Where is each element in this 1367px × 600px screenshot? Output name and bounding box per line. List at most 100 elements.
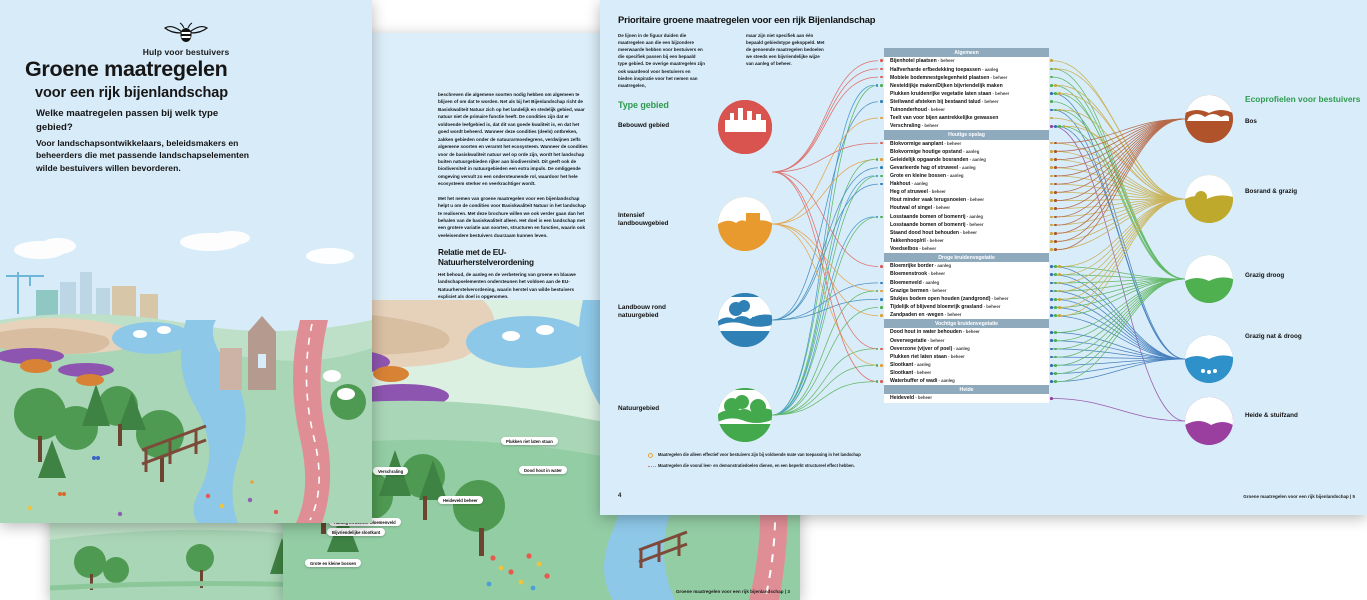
eco-node-grazig-droog[interactable] xyxy=(1185,255,1233,303)
connector-dot-right xyxy=(1058,125,1061,128)
measure-row[interactable]: Staand dood hout behouden - beheer xyxy=(884,228,1049,237)
scene-label-heideveld: Heideveld beheer xyxy=(438,496,483,505)
measure-row[interactable]: Bloemenstrook - beheer xyxy=(884,270,1049,279)
group-header: Algemeen xyxy=(884,48,1049,58)
type-node-intensief[interactable] xyxy=(718,197,772,251)
measure-tag: - beheer xyxy=(966,197,985,203)
connector-dot-right xyxy=(1050,141,1053,145)
connector-dot-right xyxy=(1050,232,1053,235)
connector-dot-right xyxy=(1054,191,1057,194)
measure-label: Oevervegetatie xyxy=(890,337,927,344)
measure-row[interactable]: Hakhout - aanleg xyxy=(884,180,1049,189)
flow-link-left xyxy=(771,175,874,416)
measure-row[interactable]: Halfverharde erfbedekking toepassen - aa… xyxy=(884,65,1049,74)
measure-row[interactable]: Voedselbos - beheer xyxy=(884,244,1049,253)
measure-tag: - aanleg xyxy=(980,66,999,72)
measure-row[interactable]: Gevarieerde hag of struweel - aanleg xyxy=(884,163,1049,172)
measure-row[interactable]: Verschraling - beheer xyxy=(884,122,1049,131)
flow-link-right xyxy=(1052,68,1186,280)
flow-link-left xyxy=(771,60,879,173)
measure-label: Losstaande bomen of bomenrij xyxy=(890,213,966,220)
eco-node-heide[interactable] xyxy=(1185,397,1233,445)
eco-node-bosrand[interactable] xyxy=(1185,175,1233,223)
type-node-bebouwd[interactable] xyxy=(718,100,772,154)
connector-dot-right xyxy=(1058,265,1061,268)
cover-question: Welke maatregelen passen bij welk type g… xyxy=(36,108,219,133)
measure-row[interactable]: Oeverzone (vijver of poel) - aanleg xyxy=(884,344,1049,353)
measure-row[interactable]: Mobiele bodemnestgelegenheid plaatsen - … xyxy=(884,73,1049,82)
measure-row[interactable]: Plukken kruidenrijke vegetatie laten sta… xyxy=(884,89,1049,98)
flow-link-left xyxy=(771,216,874,416)
connector-dot-right xyxy=(1054,273,1057,276)
connector-dot-left xyxy=(880,59,883,62)
connector-dot-right xyxy=(1058,306,1061,309)
measure-row[interactable]: Nesteldijkje maken/Dijken bijvriendelijk… xyxy=(884,81,1049,90)
measure-row[interactable]: Plukken riet laten staan - beheer xyxy=(884,352,1049,361)
flow-link-right xyxy=(1057,118,1186,226)
measure-tag: - aanleg xyxy=(968,156,986,162)
connector-dot-left xyxy=(880,100,883,103)
measure-tag: - beheer xyxy=(991,90,1010,96)
measure-tag: - beheer xyxy=(965,221,984,227)
measure-row[interactable]: Slootkant - beheer xyxy=(884,368,1049,377)
measure-tag: - beheer xyxy=(959,229,977,235)
measure-row[interactable]: Takkenhoop/ril - beheer xyxy=(884,236,1049,245)
measure-row[interactable]: Geleidelijk opgaande bosranden - aanleg xyxy=(884,155,1049,164)
connector-dot-right xyxy=(1054,281,1057,285)
flow-link-right xyxy=(1052,198,1186,210)
connector-dot-right xyxy=(1050,314,1053,317)
measure-row[interactable]: Bijenhotel plaatsen - beheer xyxy=(884,57,1049,66)
measure-row[interactable]: Oevervegetatie - beheer xyxy=(884,336,1049,345)
measure-row[interactable]: Blokvormige aanplant - beheer xyxy=(884,139,1049,148)
connector-dot-right xyxy=(1054,364,1057,367)
connector-dot-right xyxy=(1050,116,1053,120)
measure-row[interactable]: Steilwand afsteken bij bestaand talud - … xyxy=(884,97,1049,106)
measure-row[interactable]: Bloemenveld - aanleg xyxy=(884,278,1049,287)
measure-row[interactable]: Houtwal of singel - beheer xyxy=(884,204,1049,213)
measure-row[interactable]: Heg of struweel - beheer xyxy=(884,188,1049,197)
measure-label: Bijenhotel plaatsen xyxy=(890,58,937,65)
measure-row[interactable]: Tuinonderhoud - beheer xyxy=(884,105,1049,115)
measure-row[interactable]: Teelt van voor bijen aantrekkelijke gewa… xyxy=(884,114,1049,123)
flow-link-right xyxy=(1057,93,1186,280)
measure-row[interactable]: Stukjes bodem open houden (zandgrond) - … xyxy=(884,294,1049,303)
measure-row[interactable]: Hout minder vaak terugsnoeien - beheer xyxy=(884,196,1049,205)
connector-dot-right xyxy=(1050,347,1053,351)
flow-link-right xyxy=(1057,118,1186,185)
measure-row[interactable]: Losstaande bomen of bomenrij - aanleg xyxy=(884,212,1049,221)
measure-tag: - beheer xyxy=(946,353,965,359)
flow-link-left xyxy=(771,171,879,267)
type-node-landbouw-natuur[interactable] xyxy=(718,293,772,347)
connector-dot-right xyxy=(1054,298,1057,301)
measure-row[interactable]: Dood hout in water behouden - beheer xyxy=(884,328,1049,337)
type-node-natuurgebied[interactable] xyxy=(718,388,772,442)
flow-link-right xyxy=(1057,118,1186,234)
flow-link-right xyxy=(1052,150,1186,200)
forest-edge-icon xyxy=(1185,175,1233,223)
measure-row[interactable]: Losstaande bomen of bomenrij - beheer xyxy=(884,220,1049,229)
measure-row[interactable]: Grote en kleine bossen - aanleg xyxy=(884,172,1049,181)
connector-dot-right xyxy=(1050,372,1053,375)
eco-node-grazig-nat[interactable] xyxy=(1185,335,1233,383)
connector-dot-left xyxy=(875,84,879,87)
measure-row[interactable]: Blokvormige houtige opstand - aanleg xyxy=(884,147,1049,156)
flow-link-right xyxy=(1057,278,1186,333)
measure-label: Grazige bermen xyxy=(890,287,929,294)
measure-row[interactable]: Grazige bermen - beheer xyxy=(884,286,1049,295)
flow-link-right xyxy=(1052,198,1186,234)
connector-dot-left xyxy=(875,347,879,351)
measure-row[interactable]: Bloemrijke border - aanleg xyxy=(884,262,1049,271)
flow-link-right xyxy=(1061,198,1186,292)
eco-node-bos[interactable] xyxy=(1185,95,1233,143)
measure-row[interactable]: Waterbuffer of wadi - aanleg xyxy=(884,376,1049,386)
cover-title-block: Groene maatregelen voor een rijk bijenla… xyxy=(25,58,345,101)
diagram-footer: Groene maatregelen voor een rijk bijenla… xyxy=(1243,494,1355,499)
measure-row[interactable]: Zandpaden en -wegen - beheer xyxy=(884,310,1049,319)
measure-row[interactable]: Heideveld - beheer xyxy=(884,394,1049,403)
wet-grass-icon xyxy=(1185,335,1233,383)
measure-row[interactable]: Slootkant - aanleg xyxy=(884,360,1049,369)
diagram-spread: Prioritaire groene maatregelen voor een … xyxy=(600,0,1367,515)
flow-link-right xyxy=(1057,118,1186,242)
connector-dot-right xyxy=(1054,339,1057,342)
measure-row[interactable]: Tijdelijk of blijvend bloemrijk grasland… xyxy=(884,302,1049,311)
